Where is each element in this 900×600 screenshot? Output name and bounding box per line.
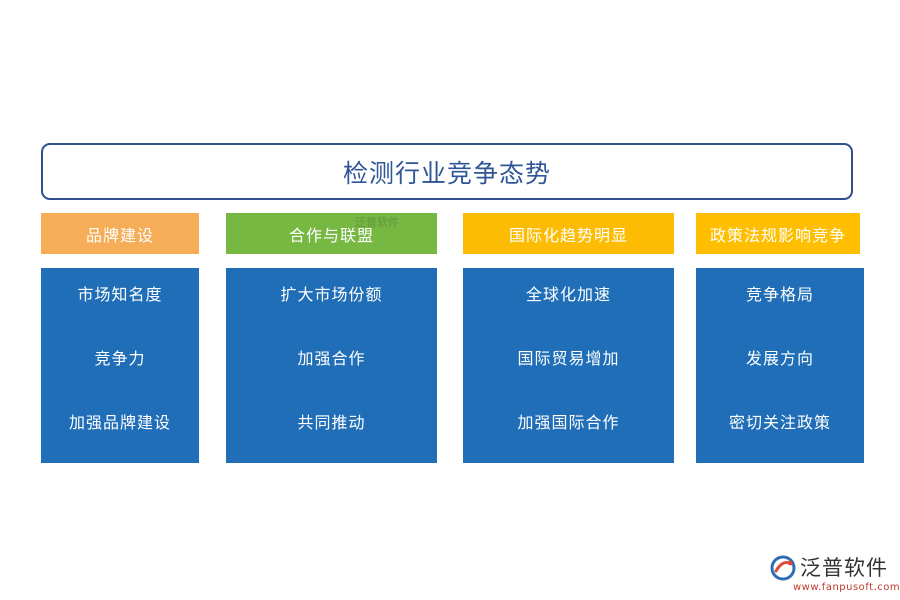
- column-header-label: 国际化趋势明显: [508, 225, 628, 245]
- column-item: 竞争力: [94, 349, 146, 368]
- column-item: 密切关注政策: [728, 413, 831, 432]
- title-box: 检测行业竞争态势: [41, 143, 853, 200]
- column-item: 发展方向: [745, 349, 814, 368]
- column-header-label: 合作与联盟: [288, 225, 374, 245]
- column-header-label: 品牌建设: [85, 225, 154, 245]
- watermark-text: 泛普软件: [355, 216, 399, 229]
- column-header-international: 国际化趋势明显: [463, 213, 674, 254]
- column-header-policy: 政策法规影响竞争: [696, 213, 860, 254]
- column-body-policy: 竞争格局 发展方向 密切关注政策: [696, 268, 864, 463]
- fanpu-logo-icon: [770, 555, 796, 581]
- diagram-title: 检测行业竞争态势: [342, 158, 551, 188]
- column-body-brand: 市场知名度 竞争力 加强品牌建设: [41, 268, 199, 463]
- logo-url: www.fanpusoft.com: [793, 582, 900, 593]
- column-body-international: 全球化加速 国际贸易增加 加强国际合作: [463, 268, 674, 463]
- column-body-cooperation: 扩大市场份额 加强合作 共同推动: [226, 268, 437, 463]
- column-item: 加强国际合作: [517, 413, 620, 432]
- brand-logo: 泛普软件: [770, 555, 888, 581]
- column-item: 全球化加速: [525, 285, 611, 304]
- column-item: 扩大市场份额: [280, 285, 383, 304]
- column-item: 国际贸易增加: [517, 349, 620, 368]
- column-header-brand: 品牌建设: [41, 213, 199, 254]
- column-item: 共同推动: [297, 413, 366, 432]
- column-item: 加强品牌建设: [68, 413, 171, 432]
- column-item: 加强合作: [297, 349, 366, 368]
- column-item: 竞争格局: [745, 285, 814, 304]
- column-header-cooperation: 合作与联盟: [226, 213, 437, 254]
- column-header-label: 政策法规影响竞争: [709, 225, 846, 245]
- logo-name: 泛普软件: [800, 556, 888, 580]
- column-item: 市场知名度: [77, 285, 163, 304]
